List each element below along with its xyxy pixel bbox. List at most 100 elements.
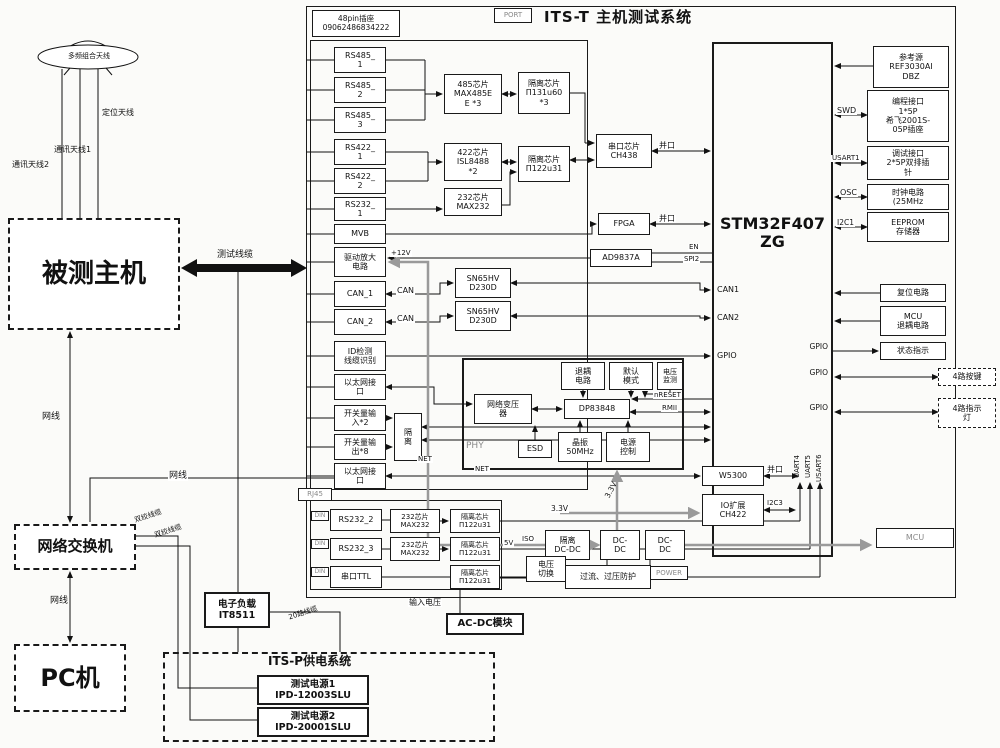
chip-label: 电源 控制 bbox=[620, 438, 636, 457]
iface-rs422-1: RS422_ 1 bbox=[334, 139, 386, 165]
osc-label: OSC bbox=[839, 189, 858, 197]
spi2-label: SPI2 bbox=[683, 256, 700, 263]
power-protection: 过流、过压防护 bbox=[565, 565, 651, 589]
iface-rs232-3: RS232_3 bbox=[330, 538, 382, 560]
chip-label: SN65HV D230D bbox=[467, 307, 500, 326]
parallel-bus-label-2: 并口 bbox=[658, 215, 676, 223]
din-label: DIN bbox=[315, 512, 326, 519]
net-cable-label-3: 网线 bbox=[50, 596, 68, 606]
parallel-bus-label-1: 并口 bbox=[658, 142, 676, 150]
power-voltage-switch: 电压 切换 bbox=[526, 556, 566, 582]
chip-ch438: 串口芯片 CH438 bbox=[596, 134, 652, 168]
chip-label: 退耦 电路 bbox=[575, 367, 591, 386]
iface-label: 开关量输 出*8 bbox=[344, 438, 376, 457]
power-label: POWER bbox=[656, 569, 682, 577]
chip-ad9837: AD9837A bbox=[590, 249, 652, 267]
chip-fpga: FPGA bbox=[598, 213, 650, 235]
en-label: EN bbox=[688, 244, 700, 251]
power-dcdc-1: DC- DC bbox=[600, 530, 640, 560]
din-label: DIN bbox=[315, 568, 326, 575]
iface-rs422-2: RS422_ 2 bbox=[334, 168, 386, 194]
itsp-title: ITS-P供电系统 bbox=[268, 655, 351, 669]
chip-232-b1: 232芯片 MAX232 bbox=[390, 509, 440, 533]
chip-label: 编程接口 1*5P 希飞2001S- 05P插座 bbox=[886, 97, 930, 135]
stm32-pin-usart6: USART6 bbox=[815, 454, 823, 482]
clock-circuit-box: 时钟电路 (25MHz bbox=[867, 184, 949, 210]
phy-default-mode: 默认 模式 bbox=[609, 362, 653, 390]
iface-label: RS485_ 2 bbox=[345, 81, 375, 100]
chip-label: DC- DC bbox=[613, 536, 628, 555]
chip-iso122-b1: 隔离芯片 Π122u31 bbox=[450, 509, 500, 533]
iface-label: 串口TTL bbox=[341, 572, 371, 581]
net-cable-label-2: 网线 bbox=[168, 472, 188, 481]
iso-label: ISO bbox=[521, 536, 535, 543]
chip-label: 485芯片 MAX485E E *3 bbox=[454, 80, 492, 108]
chip-label: 时钟电路 (25MHz bbox=[892, 188, 924, 207]
phy-dp83848: DP83848 bbox=[564, 399, 630, 419]
chip-label: 232芯片 MAX232 bbox=[401, 513, 430, 530]
nreset-label: nRESET bbox=[653, 392, 682, 399]
iface-rs485-1: RS485_ 1 bbox=[334, 47, 386, 73]
chip-422: 422芯片 ISL8488 *2 bbox=[444, 143, 502, 181]
power-tag: POWER bbox=[650, 566, 688, 580]
can-label-2: CAN bbox=[396, 315, 415, 323]
mcu-tag: MCU bbox=[876, 528, 954, 548]
chip-label: 隔离芯片 Π122u31 bbox=[526, 155, 563, 174]
acdc-label: AC-DC模块 bbox=[457, 618, 512, 630]
chip-label: 422芯片 ISL8488 *2 bbox=[457, 148, 489, 176]
phy-power-control: 电源 控制 bbox=[606, 432, 650, 462]
din-tag-3: DIN bbox=[311, 567, 329, 577]
chip-label: 状态指示 bbox=[897, 346, 929, 355]
chip-label: 隔离 DC-DC bbox=[554, 536, 580, 555]
iface-label: RS485_ 1 bbox=[345, 51, 375, 70]
chip-io-expander: IO扩展 CH422 bbox=[702, 494, 764, 526]
iface-label: RS232_ 1 bbox=[345, 200, 375, 219]
iface-rs485-3: RS485_ 3 bbox=[334, 107, 386, 133]
chip-label: 232芯片 MAX232 bbox=[456, 193, 489, 212]
page-title: ITS-T 主机测试系统 bbox=[544, 9, 692, 26]
phy-esd: ESD bbox=[518, 440, 552, 458]
chip-label: 隔离芯片 Π122u31 bbox=[459, 541, 491, 558]
phy-voltage-monitor: 电压 监测 bbox=[657, 362, 683, 390]
status-indicator-box: 状态指示 bbox=[880, 342, 946, 360]
iface-can2: CAN_2 bbox=[334, 309, 386, 335]
iface-ethernet-1: 以太网接 口 bbox=[334, 374, 386, 400]
iface-rs232-2: RS232_2 bbox=[330, 509, 382, 531]
iface-label: 以太网接 口 bbox=[344, 378, 376, 397]
chip-label: EEPROM 存储器 bbox=[891, 218, 925, 237]
switch-label: 网络交换机 bbox=[37, 538, 112, 556]
stm32-pin-gpio-r1: GPIO bbox=[798, 343, 828, 352]
mcu-tag-label: MCU bbox=[906, 533, 924, 542]
pc-box: PC机 bbox=[14, 644, 126, 712]
chip-iso131: 隔离芯片 Π131u60 *3 bbox=[518, 72, 570, 114]
chip-iso122: 隔离芯片 Π122u31 bbox=[518, 146, 570, 182]
chip-label: 晶振 50MHz bbox=[566, 438, 593, 457]
chip-label: 隔 离 bbox=[404, 428, 412, 447]
chip-label: 232芯片 MAX232 bbox=[401, 541, 430, 558]
eeprom-box: EEPROM 存储器 bbox=[867, 212, 949, 242]
iface-label: CAN_1 bbox=[347, 289, 373, 298]
chip-isolation: 隔 离 bbox=[394, 413, 422, 461]
iface-rs485-2: RS485_ 2 bbox=[334, 77, 386, 103]
i2c3-label: I2C3 bbox=[766, 500, 784, 507]
chip-485: 485芯片 MAX485E E *3 bbox=[444, 74, 502, 114]
chip-label: ESD bbox=[527, 444, 543, 453]
iface-label: RS422_ 2 bbox=[345, 172, 375, 191]
iface-serial-ttl: 串口TTL bbox=[330, 566, 382, 588]
chip-label: MCU 退耦电路 bbox=[897, 312, 929, 331]
chip-label: 电压 监测 bbox=[663, 368, 677, 385]
chip-sn65-2: SN65HV D230D bbox=[455, 301, 511, 331]
chip-label: FPGA bbox=[613, 219, 634, 228]
swd-label: SWD bbox=[836, 107, 857, 115]
chip-label: 默认 模式 bbox=[623, 367, 639, 386]
debug-port-box: 调试接口 2*5P双排插 针 bbox=[867, 146, 949, 180]
chip-label: IO扩展 CH422 bbox=[720, 501, 747, 520]
net-label-1: NET bbox=[417, 456, 433, 463]
network-switch-box: 网络交换机 bbox=[14, 524, 136, 570]
chip-label: 参考源 REF3030AI DBZ bbox=[889, 53, 932, 81]
iface-can1: CAN_1 bbox=[334, 281, 386, 307]
iface-label: RS232_3 bbox=[339, 544, 374, 553]
chip-label: 4路指示 灯 bbox=[952, 404, 981, 423]
iface-label: RS485_ 3 bbox=[345, 111, 375, 130]
net-label-2: NET bbox=[474, 466, 490, 473]
